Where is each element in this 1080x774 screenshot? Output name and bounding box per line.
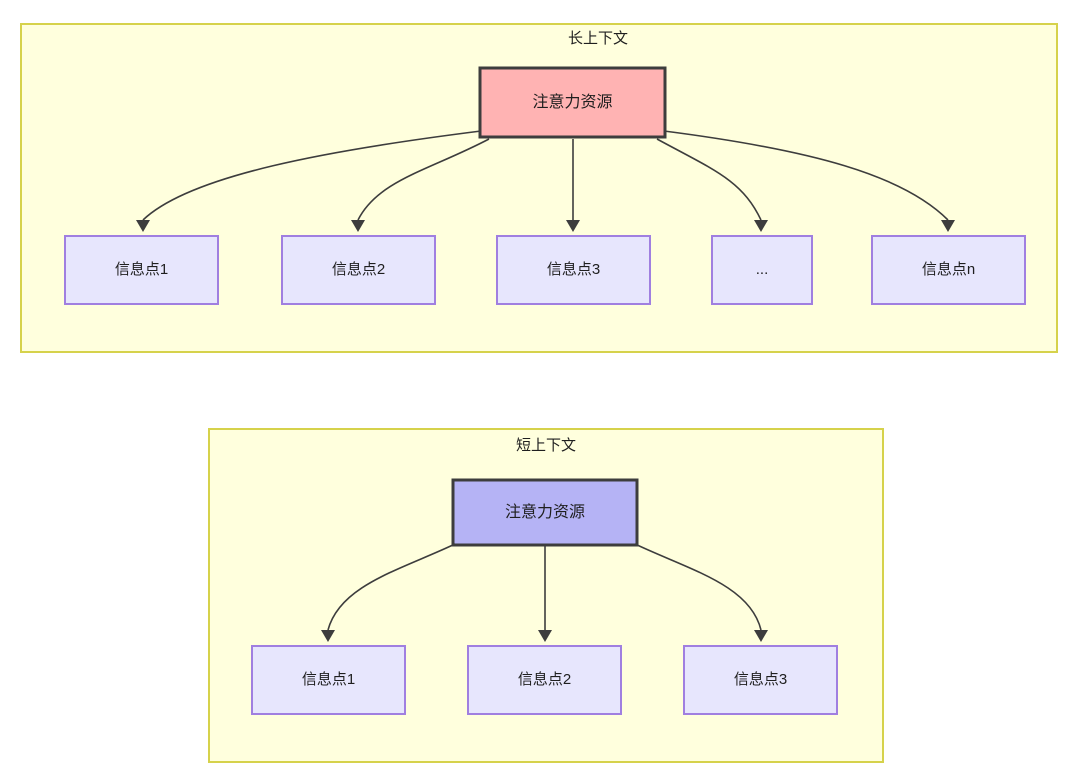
leaf-node-long-context-3[interactable] <box>496 235 651 305</box>
arrowhead-4 <box>754 220 768 232</box>
leaf-node-long-context-5[interactable] <box>871 235 1026 305</box>
edge-long-context-4 <box>656 138 762 221</box>
arrowhead-7 <box>538 630 552 642</box>
arrowhead-8 <box>754 630 768 642</box>
leaf-node-label-long-context-1: 信息点1 <box>114 261 169 278</box>
edge-long-context-2 <box>357 138 490 221</box>
leaf-node-label-long-context-2: 信息点2 <box>331 261 386 278</box>
root-node-long-context[interactable] <box>478 66 667 139</box>
leaf-node-label-short-context-1: 信息点1 <box>301 671 356 688</box>
panel-title-long-context: 长上下文 <box>567 30 629 47</box>
leaf-node-long-context-2[interactable] <box>281 235 436 305</box>
root-node-label-long-context: 注意力资源 <box>532 93 613 111</box>
arrowhead-5 <box>941 220 955 232</box>
arrowhead-3 <box>566 220 580 232</box>
edge-short-context-6 <box>327 543 456 631</box>
panel-title-short-context: 短上下文 <box>515 437 577 454</box>
edge-long-context-1 <box>142 130 482 221</box>
leaf-node-label-long-context-4: ... <box>755 261 769 278</box>
leaf-node-label-short-context-3: 信息点3 <box>733 671 788 688</box>
root-node-short-context[interactable] <box>451 478 639 547</box>
leaf-node-long-context-1[interactable] <box>64 235 219 305</box>
arrowhead-2 <box>351 220 365 232</box>
leaf-node-long-context-4[interactable] <box>711 235 813 305</box>
arrowhead-6 <box>321 630 335 642</box>
leaf-node-label-long-context-5: 信息点n <box>921 261 976 278</box>
leaf-node-label-long-context-3: 信息点3 <box>546 261 601 278</box>
edge-long-context-5 <box>663 130 949 221</box>
leaf-node-short-context-2[interactable] <box>467 645 622 715</box>
leaf-node-label-short-context-2: 信息点2 <box>517 671 572 688</box>
edge-short-context-8 <box>634 543 762 631</box>
leaf-node-short-context-3[interactable] <box>683 645 838 715</box>
arrowhead-1 <box>136 220 150 232</box>
root-node-label-short-context: 注意力资源 <box>504 503 586 521</box>
leaf-node-short-context-1[interactable] <box>251 645 406 715</box>
